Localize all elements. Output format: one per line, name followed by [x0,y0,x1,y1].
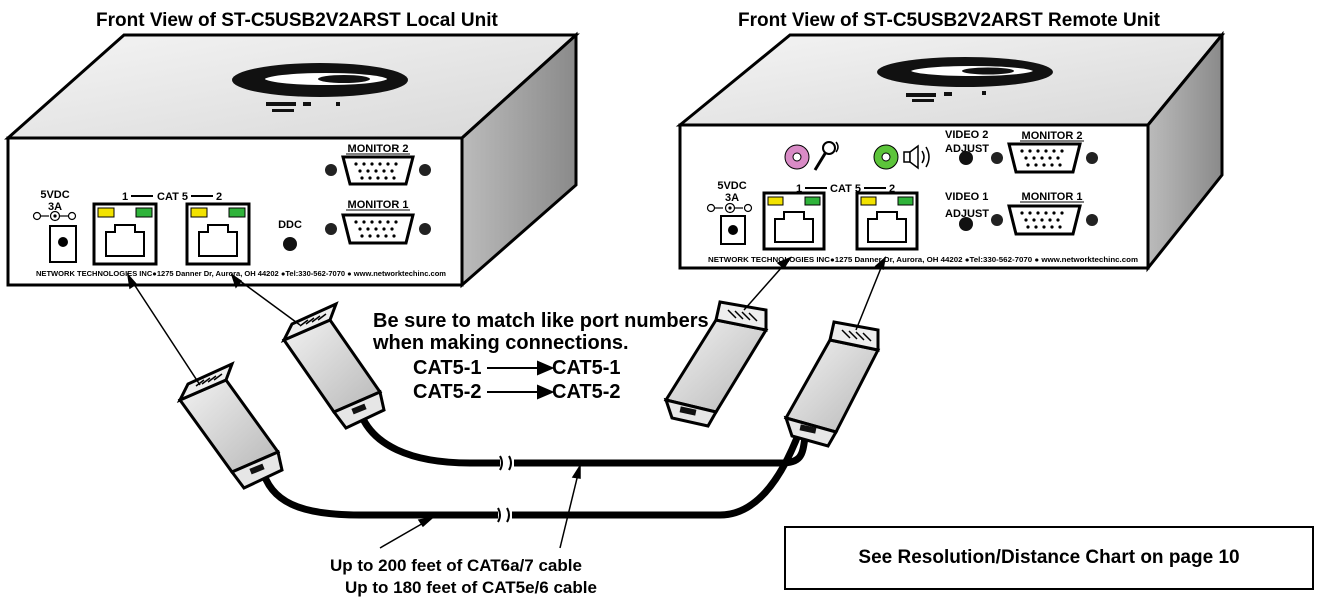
local-power-amps: 3A [48,201,62,213]
local-cat5-label: CAT 5 [157,191,188,203]
mapping-cat5-2-from: CAT5-2 [413,381,482,403]
video1-adjust-label: ADJUST [945,208,989,220]
video2-adjust-knob[interactable] [959,151,973,165]
cable-cat5-1 [356,408,814,467]
polarity-icon [32,210,77,222]
microphone-icon [813,141,839,171]
resolution-chart-note: See Resolution/Distance Chart on page 10 [784,526,1314,590]
local-cat5-port-1[interactable] [92,202,158,266]
local-monitor2-port[interactable] [325,155,431,186]
cable-cat5-2 [258,426,804,519]
link-led [190,207,208,218]
cable-break-marks [497,455,514,523]
activity-led [804,196,821,206]
remote-monitor1-port[interactable] [991,204,1098,236]
microphone-jack[interactable] [784,144,810,170]
rj45-plug-local-1 [176,361,284,490]
local-cat5-port-2[interactable] [185,202,251,266]
remote-cat5-port-2[interactable] [855,191,919,251]
video1-label: VIDEO 1 [945,191,988,203]
local-monitor1-port[interactable] [325,213,431,245]
remote-unit-title: Front View of ST-C5USB2V2ARST Remote Uni… [738,10,1160,31]
match-instruction-line1: Be sure to match like port numbers [373,310,709,332]
local-power-label: 5VDC [40,189,69,201]
remote-footer-text: NETWORK TECHNOLOGIES INC●1275 Danner Dr,… [708,255,1138,264]
port-mapping-arrows [487,360,555,400]
cable-length-note-2: Up to 180 feet of CAT5e/6 cable [345,578,597,597]
speaker-icon [903,144,930,170]
remote-unit: VIDEO 2 ADJUST VIDEO 1 ADJUST MONITOR 2 … [675,30,1226,273]
activity-led [135,207,153,218]
local-unit: 5VDC 3A 1 CAT 5 2 [4,31,580,289]
activity-led [897,196,914,206]
link-led [860,196,877,206]
polarity-icon [706,202,753,214]
remote-power-label: 5VDC [717,180,746,192]
remote-power-jack[interactable] [720,215,746,245]
remote-cat-port2-num: 2 [889,183,895,195]
video2-adjust-label: ADJUST [945,143,989,155]
video2-label: VIDEO 2 [945,129,988,141]
rj45-plug-remote-1 [663,300,769,428]
cat5-cables [258,408,814,519]
cable-length-note-1: Up to 200 feet of CAT6a/7 cable [330,556,582,575]
local-power-jack[interactable] [49,225,77,263]
link-led [767,196,784,206]
remote-monitor2-port[interactable] [991,142,1098,174]
ddc-button[interactable] [283,237,297,251]
remote-cat5-label: CAT 5 [830,183,861,195]
local-monitor2-label: MONITOR 2 [348,143,409,155]
remote-monitor1-label: MONITOR 1 [1022,191,1083,203]
remote-power-amps: 3A [725,192,739,204]
mapping-cat5-1-from: CAT5-1 [413,357,482,379]
mapping-cat5-2-to: CAT5-2 [552,381,621,403]
rj45-plug-remote-2 [783,320,881,448]
local-ddc-label: DDC [278,219,302,231]
local-monitor1-label: MONITOR 1 [348,199,409,211]
local-unit-title: Front View of ST-C5USB2V2ARST Local Unit [96,10,498,31]
remote-cat5-port-1[interactable] [762,191,826,251]
connection-arrows [126,255,887,549]
resolution-chart-note-text: See Resolution/Distance Chart on page 10 [858,547,1240,568]
link-led [97,207,115,218]
remote-monitor2-label: MONITOR 2 [1022,130,1083,142]
mapping-cat5-1-to: CAT5-1 [552,357,621,379]
local-cat-port2-num: 2 [216,191,222,203]
match-instruction-line2: when making connections. [373,332,629,354]
rj45-plug-local-2 [280,301,386,430]
video1-adjust-knob[interactable] [959,217,973,231]
remote-cat-port1-num: 1 [796,183,802,195]
local-footer-text: NETWORK TECHNOLOGIES INC●1275 Danner Dr,… [36,269,446,278]
activity-led [228,207,246,218]
audio-out-jack[interactable] [873,144,899,170]
local-cat-port1-num: 1 [122,191,128,203]
